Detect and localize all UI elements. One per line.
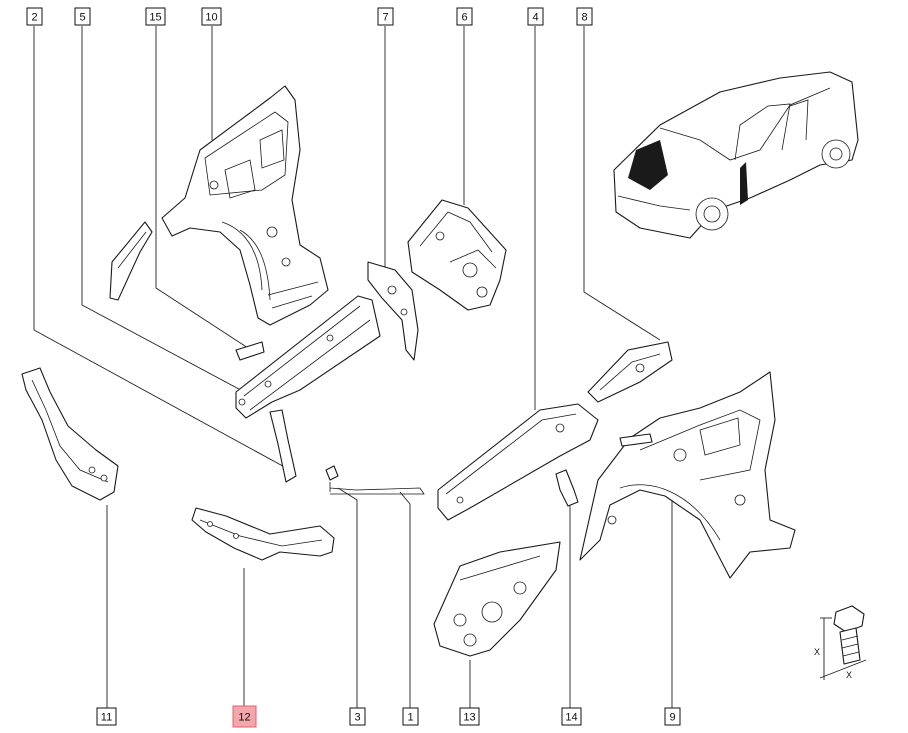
callout-label: 4 <box>532 12 538 24</box>
part-inner-wheel-arch-left <box>109 85 329 361</box>
callout-label: 14 <box>565 712 577 724</box>
leader-8 <box>583 26 661 341</box>
callout-13[interactable]: 13 <box>459 707 480 726</box>
callout-label: 13 <box>463 712 475 724</box>
callout-label: 5 <box>79 12 85 24</box>
callout-label: 11 <box>101 712 112 724</box>
callout-label: 2 <box>31 12 37 24</box>
callout-label: 9 <box>669 712 675 724</box>
callout-7[interactable]: 7 <box>377 7 394 26</box>
leader-15 <box>155 26 249 349</box>
callout-10[interactable]: 10 <box>201 7 222 26</box>
callout-1[interactable]: 1 <box>402 707 419 726</box>
bracket-15 <box>235 341 265 361</box>
part-inner-wheel-arch-right <box>579 371 796 579</box>
dimension-label-vertical: X <box>814 647 820 657</box>
callout-label: 10 <box>205 12 217 24</box>
callout-label: 15 <box>149 12 161 24</box>
bolt-dimension-drawing: X X <box>814 605 867 680</box>
leader-lines <box>33 26 673 708</box>
callout-label: 12 <box>238 712 250 724</box>
callout-label: 8 <box>581 12 587 24</box>
callout-2[interactable]: 2 <box>26 7 43 26</box>
part-side-member-11 <box>21 367 119 501</box>
callout-label: 3 <box>354 712 360 724</box>
part-reinforcement-8 <box>587 341 673 403</box>
callout-11[interactable]: 11 <box>96 707 117 726</box>
callout-9[interactable]: 9 <box>664 707 681 726</box>
callout-3[interactable]: 3 <box>349 707 366 726</box>
leader-1 <box>399 491 411 708</box>
dimension-label-horizontal: X <box>846 670 852 680</box>
callout-12[interactable]: 12 <box>232 705 257 728</box>
leader-2 <box>33 26 291 471</box>
callout-boxes: 2 5 15 10 7 6 4 8 <box>26 7 681 728</box>
part-rod-and-clip <box>325 465 425 495</box>
part-tube <box>269 409 297 483</box>
part-bracket-7 <box>367 261 419 361</box>
callout-6[interactable]: 6 <box>456 7 473 26</box>
callout-8[interactable]: 8 <box>576 7 593 26</box>
callout-15[interactable]: 15 <box>145 7 166 26</box>
part-crossmember-12 <box>191 507 335 561</box>
part-small-bracket-14 <box>555 469 579 507</box>
part-panel-13 <box>433 541 561 657</box>
callout-5[interactable]: 5 <box>74 7 91 26</box>
leader-5 <box>81 26 251 396</box>
callout-label: 7 <box>382 12 388 24</box>
part-upper-module-6 <box>407 199 507 311</box>
part-right-rail-4 <box>437 403 599 521</box>
leader-3 <box>337 487 358 708</box>
clip-3 <box>325 465 339 481</box>
callout-4[interactable]: 4 <box>527 7 544 26</box>
callout-label: 6 <box>461 12 467 24</box>
vehicle-thumbnail <box>613 71 859 239</box>
callout-label: 1 <box>407 712 413 724</box>
part-front-rail <box>235 295 381 419</box>
callout-14[interactable]: 14 <box>561 707 582 726</box>
